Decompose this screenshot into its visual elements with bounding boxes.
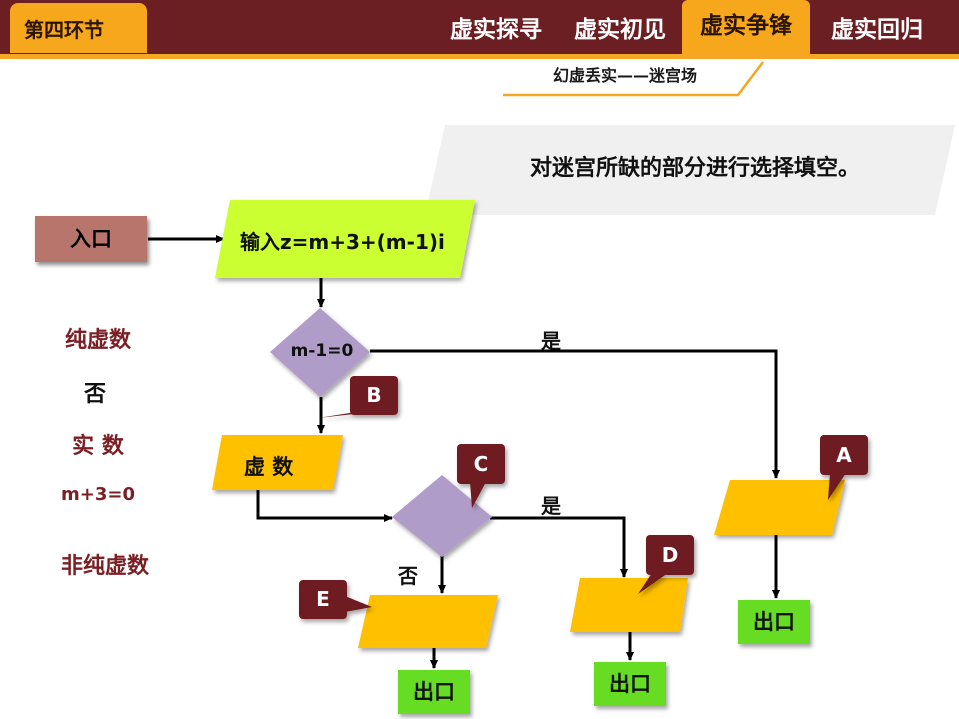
callout-a-shape (820, 435, 868, 475)
callout-e-shape (299, 580, 347, 619)
decision-1 (270, 308, 370, 397)
decision-1-text: m-1=0 (290, 341, 354, 361)
callout-c[interactable]: C (473, 452, 489, 476)
input-text: 输入z=m+3+(m-1)i (240, 230, 445, 254)
option-m-plus-3[interactable]: m+3=0 (61, 484, 135, 505)
callout-b-shape (350, 376, 398, 415)
tab-explore[interactable]: 虚实探寻 (450, 17, 542, 43)
exit-box-d: 出口 (594, 662, 666, 706)
connectors (148, 235, 780, 669)
accent-stripe (0, 54, 959, 59)
callout-c-tail (470, 482, 486, 508)
input-box (215, 200, 475, 278)
yes-label-2: 是 (541, 494, 561, 518)
callout-e-tail (345, 596, 372, 612)
yes-label-1: 是 (541, 329, 561, 353)
blank-box-d (570, 578, 688, 632)
entry-box: 入口 (35, 216, 147, 262)
callout-d[interactable]: D (661, 543, 679, 567)
callout-a-tail (828, 473, 846, 500)
tab-contest[interactable]: 虚实争锋 (682, 0, 810, 54)
instruction-banner (425, 125, 955, 215)
tab-return[interactable]: 虚实回归 (831, 17, 923, 43)
callout-d-tail (638, 573, 668, 594)
callout-d-shape (646, 535, 694, 575)
section-tab[interactable]: 第四环节 (10, 3, 147, 53)
callout-e[interactable]: E (316, 587, 330, 611)
instruction-text: 对迷宫所缺的部分进行选择填空。 (529, 156, 860, 181)
callout-b-tail (318, 412, 372, 418)
page-subtitle: 幻虚丢实——迷宫场 (552, 66, 697, 85)
callout-b[interactable]: B (366, 383, 382, 407)
option-real[interactable]: 实 数 (72, 434, 124, 459)
blank-box-a (714, 480, 845, 535)
option-no[interactable]: 否 (83, 382, 106, 407)
tab-first-look[interactable]: 虚实初见 (574, 17, 666, 43)
no-label-2: 否 (398, 564, 418, 588)
blank-box-e (358, 595, 498, 648)
callout-c-shape (457, 444, 505, 484)
option-pure-imaginary[interactable]: 纯虚数 (64, 328, 131, 353)
callout-a[interactable]: A (836, 443, 852, 467)
subtitle-frame (503, 61, 764, 97)
imaginary-box (212, 435, 343, 490)
exit-box-e: 出口 (398, 670, 470, 714)
exit-box-a: 出口 (738, 600, 810, 644)
decision-2 (392, 475, 492, 557)
imaginary-box-text: 虚 数 (244, 455, 294, 479)
option-non-pure-imaginary[interactable]: 非纯虚数 (60, 554, 149, 579)
